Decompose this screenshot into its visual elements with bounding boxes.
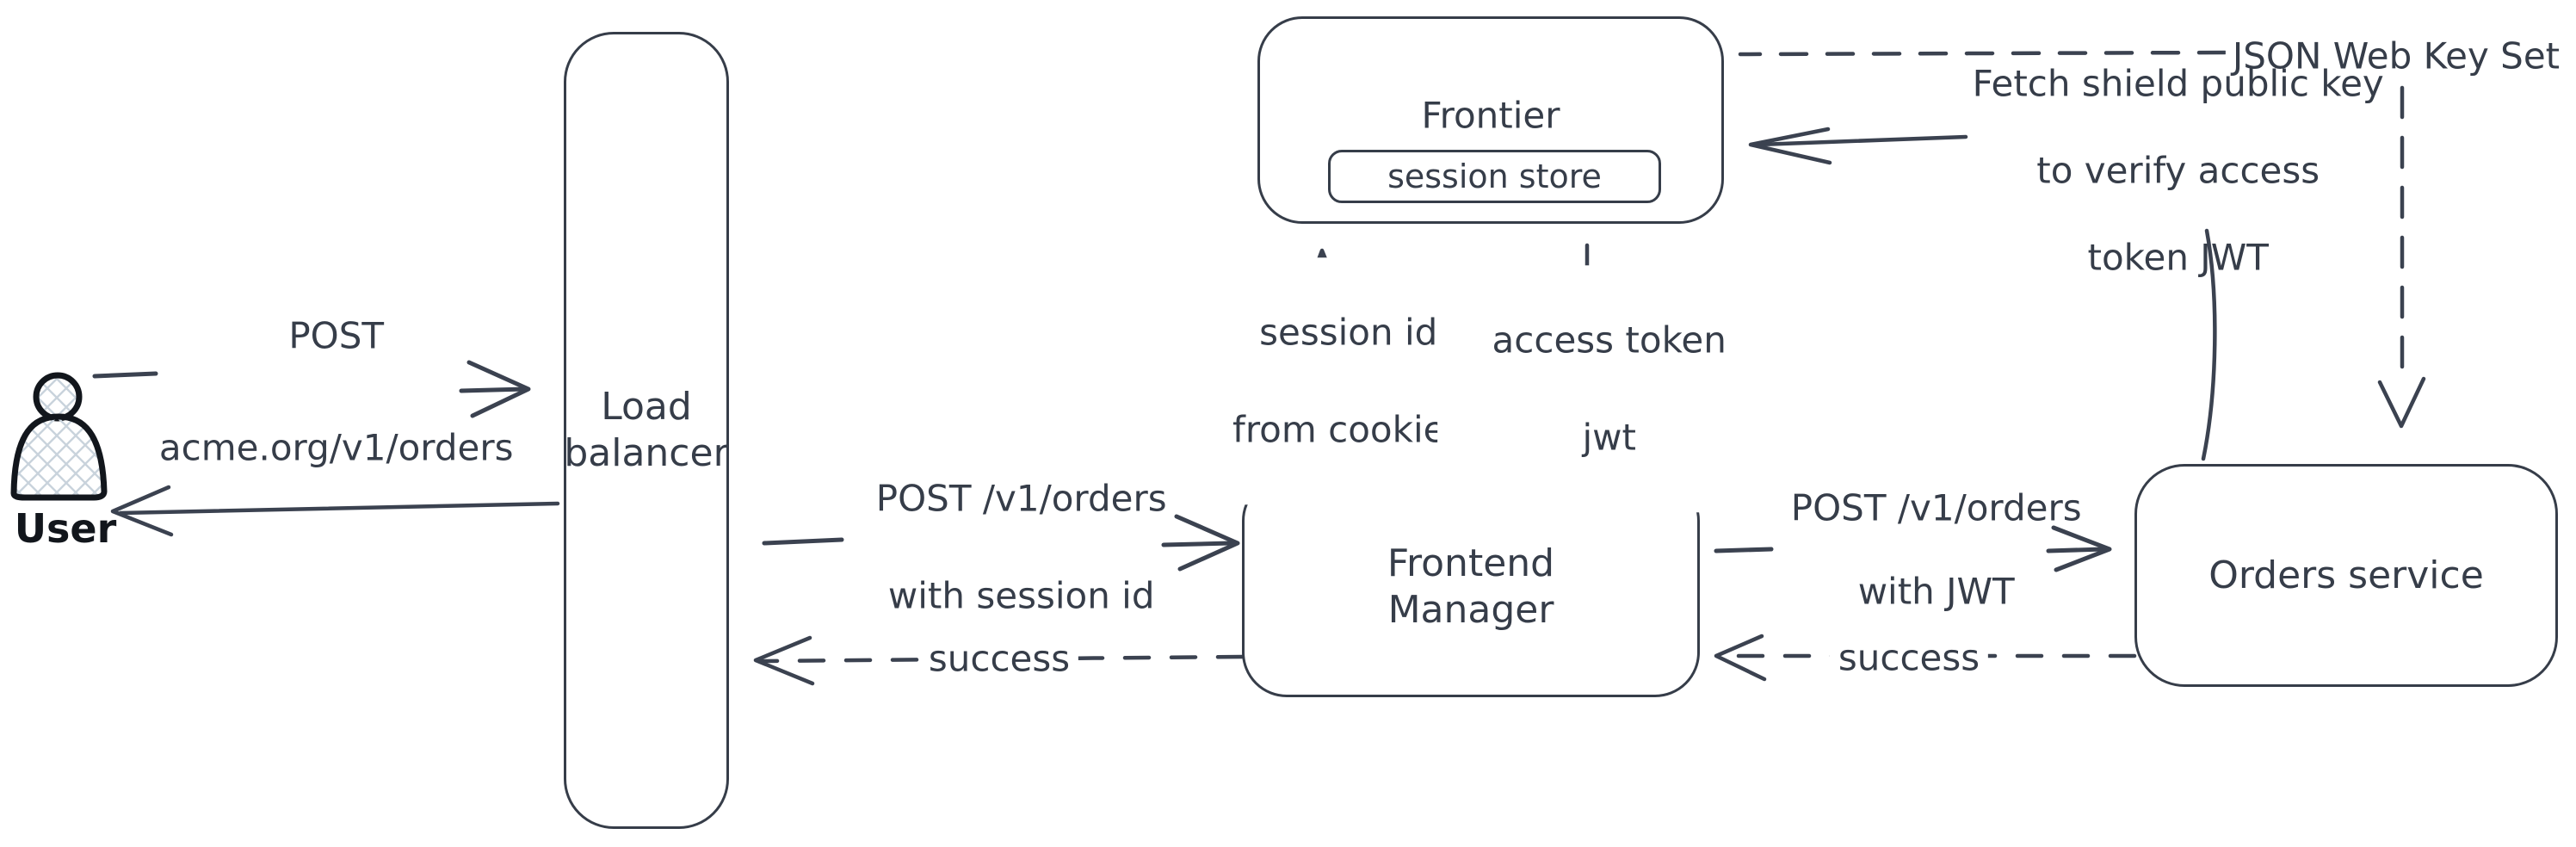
edge-label-post-session-id: POST /v1/orders with session id xyxy=(875,476,1167,617)
user-label: User xyxy=(14,505,117,552)
frontier-node: Frontier session store xyxy=(1257,16,1724,224)
user-icon xyxy=(10,372,108,501)
arrow-jwks-to-orders-service xyxy=(2377,85,2426,429)
edge-label-fetch-public-key: Fetch shield public key to verify access… xyxy=(1972,63,2384,279)
arrow-user-to-load-balancer xyxy=(92,360,531,418)
line-jwks-to-frontier xyxy=(1738,50,2227,57)
arrow-orders-service-to-frontier xyxy=(1748,127,2217,461)
edge-label-post-acme: POST acme.org/v1/orders xyxy=(158,314,514,469)
session-store-label: session store xyxy=(1387,157,1602,195)
frontier-label: Frontier xyxy=(1421,94,1560,137)
edge-label-access-token-jwt: access token jwt xyxy=(1437,265,1735,513)
orders-service-label: Orders service xyxy=(2208,553,2484,597)
edge-label-session-id-cookies: session id from cookies xyxy=(1177,257,1473,505)
edge-label-success-right: success xyxy=(1829,632,1989,685)
edge-label-post-jwt: POST /v1/orders with JWT xyxy=(1790,486,2082,613)
arrow-frontend-manager-to-orders-service xyxy=(1714,525,2112,572)
edge-label-success-left: success xyxy=(919,633,1079,686)
orders-service-node: Orders service xyxy=(2134,464,2558,687)
session-store-node: session store xyxy=(1328,150,1661,203)
arrow-load-balancer-to-frontend-manager xyxy=(762,514,1240,572)
jwks-label: JSON Web Key Set xyxy=(2225,34,2567,77)
arrow-load-balancer-to-user xyxy=(110,485,560,537)
